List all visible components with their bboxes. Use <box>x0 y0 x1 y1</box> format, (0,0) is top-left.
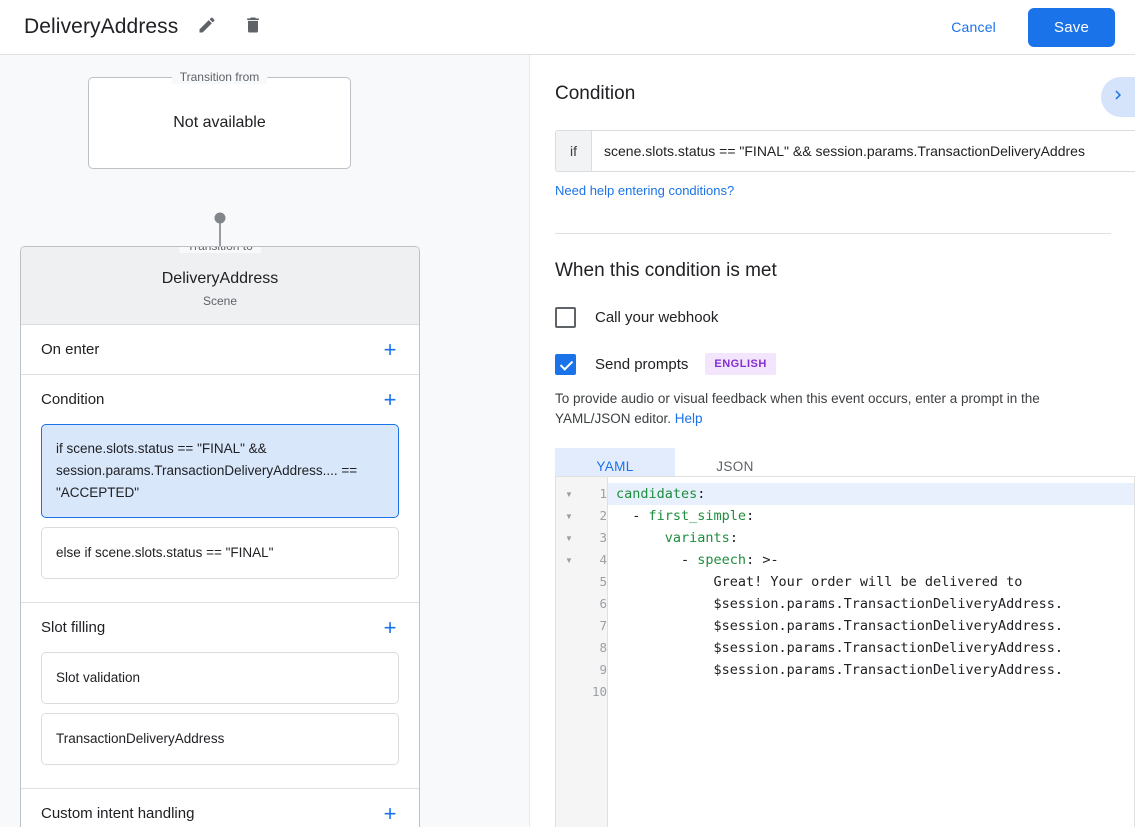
edit-name-button[interactable] <box>190 10 224 44</box>
section-condition-title: Condition <box>41 391 105 408</box>
delete-button[interactable] <box>236 10 270 44</box>
line-number: 4 <box>599 552 607 567</box>
save-button[interactable]: Save <box>1028 7 1115 47</box>
add-slot-filling-icon[interactable]: + <box>383 614 397 640</box>
code-line[interactable]: - speech: >- <box>616 552 779 568</box>
when-condition-met-block: When this condition is met Call your web… <box>531 234 1135 484</box>
condition-item[interactable]: else if scene.slots.status == "FINAL" <box>41 527 399 579</box>
section-condition-header[interactable]: Condition + <box>21 375 419 424</box>
section-condition: Condition + if scene.slots.status == "FI… <box>21 375 419 603</box>
section-condition-body: if scene.slots.status == "FINAL" && sess… <box>21 424 419 602</box>
condition-block: Condition if Need help entering conditio… <box>531 55 1135 234</box>
webhook-row: Call your webhook <box>555 307 1111 328</box>
send-prompts-row: Send prompts ENGLISH <box>555 353 1111 375</box>
section-slot-filling: Slot filling + Slot validation Transacti… <box>21 603 419 789</box>
condition-input[interactable] <box>592 131 1135 171</box>
tab-json[interactable]: JSON <box>716 458 754 474</box>
fold-toggle-icon[interactable]: ▼ <box>565 533 573 543</box>
fold-toggle-icon[interactable]: ▼ <box>565 489 573 499</box>
slot-item[interactable]: TransactionDeliveryAddress <box>41 713 399 765</box>
line-number: 2 <box>599 508 607 523</box>
editor-code-area[interactable]: candidates: - first_simple: variants: - … <box>608 477 1134 827</box>
fold-toggle-icon[interactable]: ▼ <box>565 511 573 521</box>
call-webhook-checkbox[interactable] <box>555 307 576 328</box>
page-title: DeliveryAddress <box>24 15 179 38</box>
prompts-help-link[interactable]: Help <box>674 411 703 426</box>
add-on-enter-icon[interactable]: + <box>383 336 397 362</box>
code-editor[interactable]: ▼ ▼ ▼ ▼ 1 2 3 4 5 6 7 8 9 10 candidates: - first_sim… <box>555 476 1135 827</box>
fold-spacer <box>556 659 582 681</box>
prompts-description: To provide audio or visual feedback when… <box>555 389 1111 429</box>
fold-spacer <box>556 571 582 593</box>
line-number: 8 <box>599 640 607 655</box>
cancel-button[interactable]: Cancel <box>935 10 1012 44</box>
code-line[interactable]: candidates: <box>608 483 1134 505</box>
code-line[interactable]: Great! Your order will be delivered to <box>616 574 1023 590</box>
transition-from-card[interactable]: Transition from Not available <box>88 70 351 169</box>
condition-if-label: if <box>556 131 592 171</box>
line-number: 5 <box>599 574 607 589</box>
fold-spacer <box>556 637 582 659</box>
transition-from-legend: Transition from <box>171 70 268 84</box>
expand-panel-button[interactable] <box>1101 77 1135 117</box>
line-number: 6 <box>599 596 607 611</box>
transition-to-name: DeliveryAddress <box>161 270 279 287</box>
section-on-enter-title: On enter <box>41 341 100 358</box>
send-prompts-label: Send prompts <box>595 355 689 373</box>
add-custom-intent-icon[interactable]: + <box>383 800 397 826</box>
pencil-icon <box>197 15 217 40</box>
condition-heading: Condition <box>555 83 636 104</box>
transition-to-subtitle: Scene <box>202 294 238 308</box>
add-condition-icon[interactable]: + <box>383 386 397 412</box>
fold-spacer <box>556 615 582 637</box>
section-on-enter-header[interactable]: On enter + <box>21 325 419 374</box>
prompts-description-text: To provide audio or visual feedback when… <box>555 391 1040 426</box>
chevron-right-icon <box>1109 86 1127 109</box>
section-divider <box>555 233 1111 234</box>
top-bar: DeliveryAddress Cancel Save <box>0 0 1135 55</box>
code-line[interactable]: $session.params.TransactionDeliveryAddre… <box>616 596 1064 612</box>
language-badge: ENGLISH <box>705 353 776 375</box>
transition-to-card: Transition to DeliveryAddress Scene On e… <box>20 246 420 827</box>
section-custom-intent: Custom intent handling + <box>21 789 419 827</box>
send-prompts-checkbox[interactable] <box>555 353 576 375</box>
section-slot-filling-body: Slot validation TransactionDeliveryAddre… <box>21 652 419 788</box>
condition-item-selected[interactable]: if scene.slots.status == "FINAL" && sess… <box>41 424 399 518</box>
right-detail-pane: Condition if Need help entering conditio… <box>531 55 1135 827</box>
code-line[interactable]: variants: <box>664 530 738 546</box>
left-graph-pane: Transition from Not available Transition… <box>0 55 530 827</box>
when-met-heading: When this condition is met <box>555 260 777 281</box>
line-number: 7 <box>599 618 607 633</box>
trash-icon <box>243 15 263 40</box>
condition-input-row: if <box>555 130 1135 172</box>
line-number: 1 <box>599 486 607 501</box>
fold-spacer <box>556 593 582 615</box>
call-webhook-label: Call your webhook <box>595 309 719 326</box>
code-line[interactable]: $session.params.TransactionDeliveryAddre… <box>616 618 1064 634</box>
editor-line-numbers: 1 2 3 4 5 6 7 8 9 10 <box>582 477 608 827</box>
section-on-enter: On enter + <box>21 325 419 375</box>
fold-toggle-icon[interactable]: ▼ <box>565 555 573 565</box>
condition-help-link[interactable]: Need help entering conditions? <box>555 183 735 198</box>
fold-spacer <box>556 681 582 703</box>
section-slot-filling-header[interactable]: Slot filling + <box>21 603 419 652</box>
line-number: 3 <box>599 530 607 545</box>
code-line[interactable]: - first_simple: <box>616 508 755 524</box>
transition-to-header[interactable]: DeliveryAddress Scene <box>21 247 419 325</box>
transition-from-value: Not available <box>173 114 266 131</box>
transition-to-legend: Transition to <box>179 247 261 253</box>
code-line[interactable] <box>608 681 1134 703</box>
line-number: 10 <box>591 684 607 699</box>
section-slot-filling-title: Slot filling <box>41 619 106 636</box>
section-custom-intent-title: Custom intent handling <box>41 805 195 822</box>
code-line[interactable]: $session.params.TransactionDeliveryAddre… <box>616 662 1064 678</box>
editor-fold-gutter[interactable]: ▼ ▼ ▼ ▼ <box>556 477 582 827</box>
section-custom-intent-header[interactable]: Custom intent handling + <box>21 789 419 827</box>
slot-validation-item[interactable]: Slot validation <box>41 652 399 704</box>
code-line[interactable]: $session.params.TransactionDeliveryAddre… <box>616 640 1064 656</box>
line-number: 9 <box>599 662 607 677</box>
